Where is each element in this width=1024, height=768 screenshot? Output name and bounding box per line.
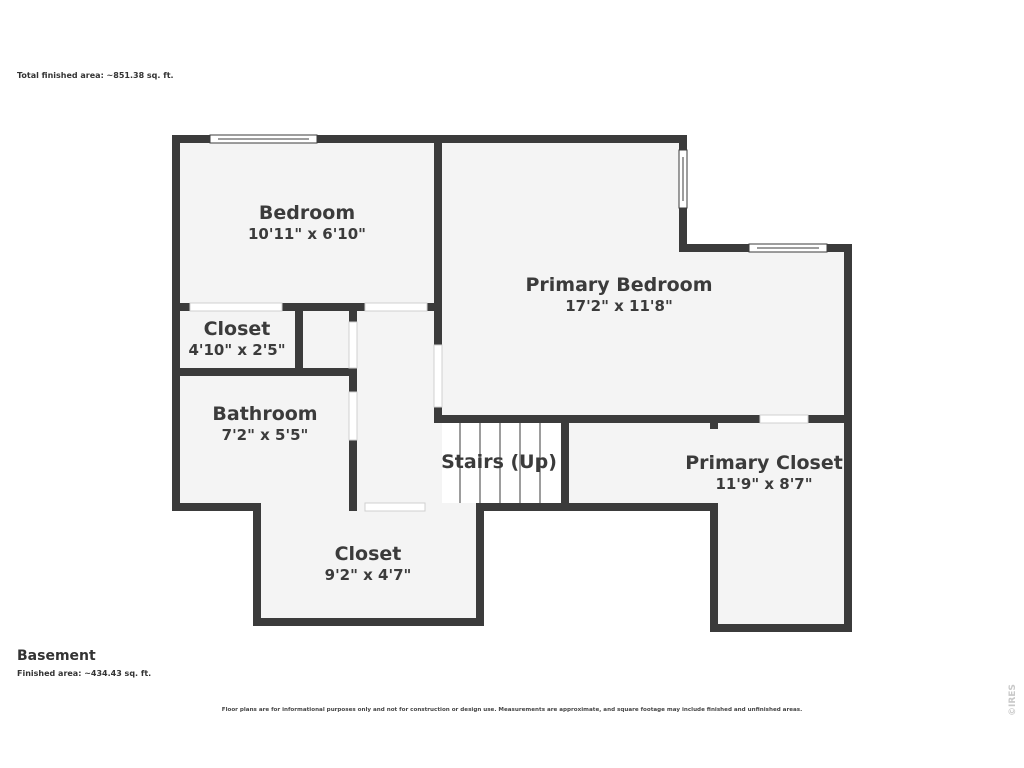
room-name: Stairs (Up) bbox=[441, 451, 557, 473]
room-primary-bedroom: Primary Bedroom 17'2" x 11'8" bbox=[525, 274, 712, 315]
level-finished-area: Finished area: ~434.43 sq. ft. bbox=[17, 669, 152, 678]
disclaimer-text: Floor plans are for informational purpos… bbox=[221, 707, 803, 713]
door-openings bbox=[189, 302, 809, 512]
level-name: Basement bbox=[17, 648, 96, 664]
room-name: Closet bbox=[335, 543, 402, 565]
room-dimensions: 4'10" x 2'5" bbox=[188, 341, 285, 359]
room-stairs: Stairs (Up) bbox=[441, 451, 557, 473]
room-bathroom: Bathroom 7'2" x 5'5" bbox=[212, 403, 317, 444]
room-dimensions: 10'11" x 6'10" bbox=[248, 225, 366, 243]
ires-watermark: ©IRES bbox=[1008, 684, 1018, 716]
room-name: Primary Bedroom bbox=[525, 274, 712, 296]
room-dimensions: 11'9" x 8'7" bbox=[715, 475, 812, 493]
room-name: Bathroom bbox=[212, 403, 317, 425]
room-dimensions: 9'2" x 4'7" bbox=[325, 566, 412, 584]
room-dimensions: 17'2" x 11'8" bbox=[565, 297, 673, 315]
room-closet-lower: Closet 9'2" x 4'7" bbox=[325, 543, 412, 584]
room-bedroom: Bedroom 10'11" x 6'10" bbox=[248, 202, 366, 243]
room-closet-small: Closet 4'10" x 2'5" bbox=[188, 318, 285, 359]
total-finished-area: Total finished area: ~851.38 sq. ft. bbox=[17, 71, 174, 80]
room-name: Closet bbox=[204, 318, 271, 340]
room-name: Primary Closet bbox=[685, 452, 843, 474]
room-primary-closet: Primary Closet 11'9" x 8'7" bbox=[685, 452, 843, 493]
room-name: Bedroom bbox=[259, 202, 355, 224]
stairs-treads bbox=[442, 423, 561, 503]
room-dimensions: 7'2" x 5'5" bbox=[222, 426, 309, 444]
windows bbox=[209, 134, 828, 253]
